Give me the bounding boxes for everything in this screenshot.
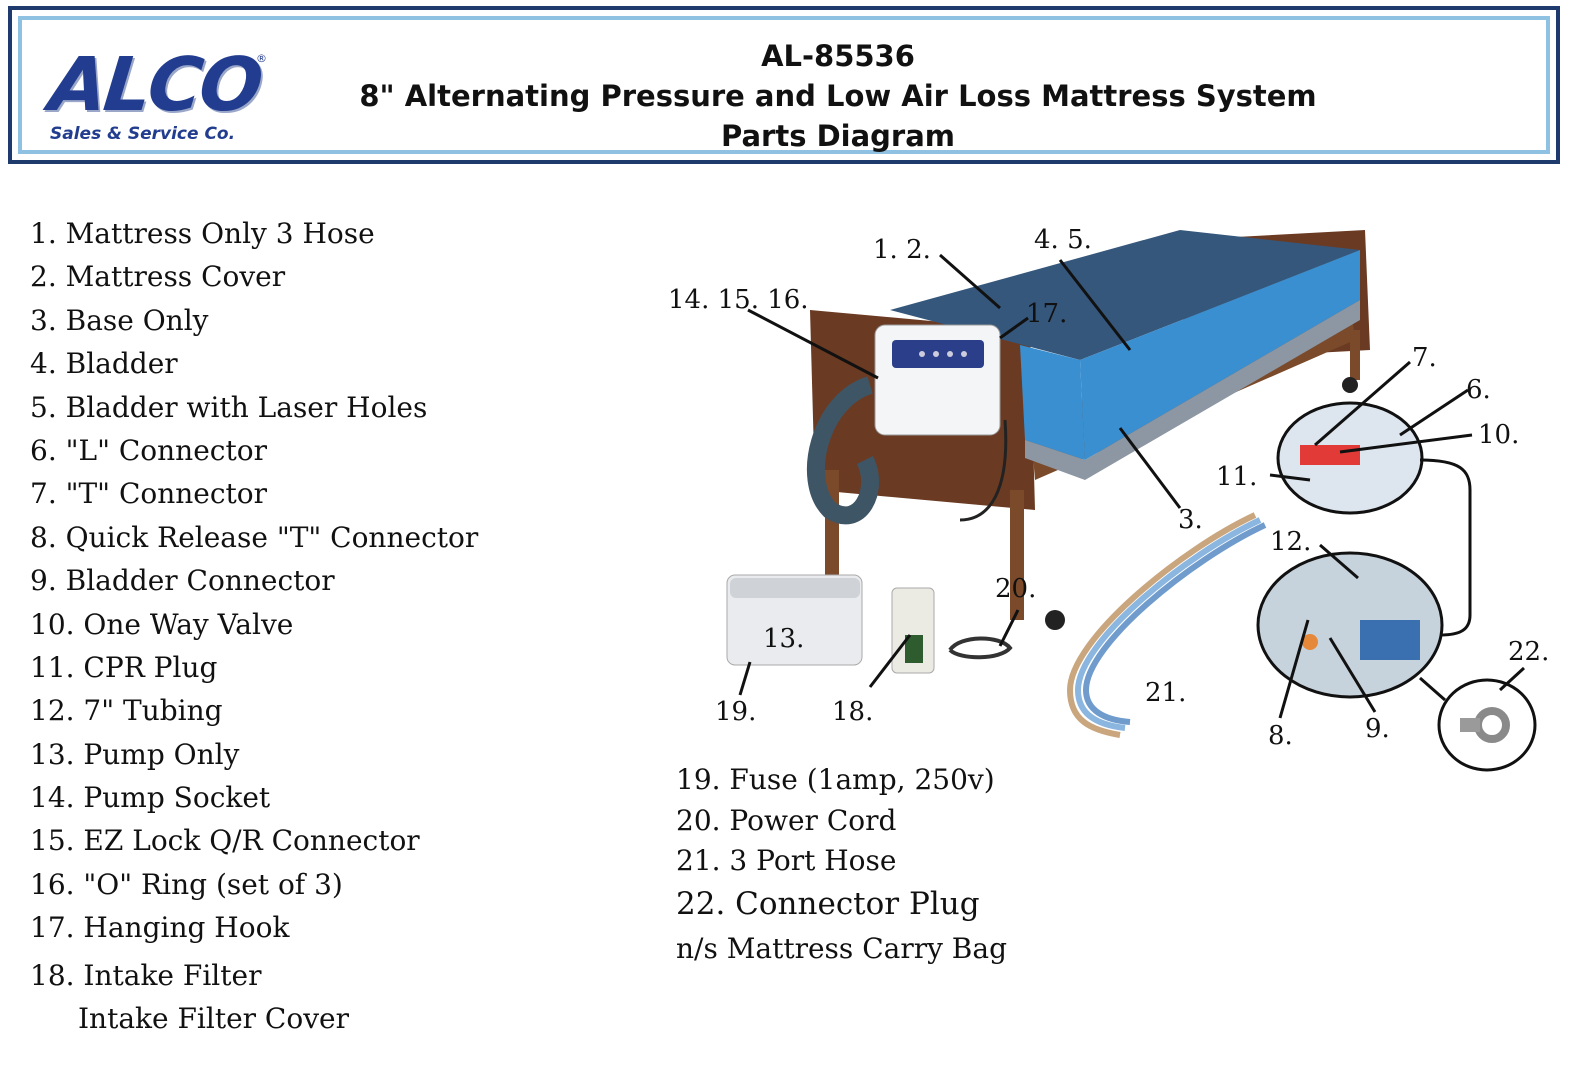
part-item: 2. Mattress Cover (30, 260, 286, 294)
part-item: 6. "L" Connector (30, 433, 267, 467)
part-item: 15. EZ Lock Q/R Connector (30, 824, 420, 858)
pump-standalone (726, 574, 863, 666)
callout-19: 19. (715, 697, 756, 727)
part-item: 18. Intake Filter (30, 958, 262, 992)
callout-18: 18. (832, 697, 873, 727)
three-port-hose (1066, 512, 1267, 738)
callout-7: 7. (1412, 343, 1437, 373)
callout-12: 12. (1270, 527, 1311, 557)
alco-logo: ALCO ® Sales & Service Co. (44, 42, 274, 148)
page-title: 8" Alternating Pressure and Low Air Loss… (359, 79, 1317, 113)
part-item: 17. Hanging Hook (30, 911, 290, 945)
detail-circle-bladder (1256, 551, 1444, 699)
callout-6: 6. (1466, 375, 1491, 405)
part-item: Intake Filter Cover (78, 1002, 349, 1036)
part-item: 20. Power Cord (676, 804, 897, 837)
page-subtitle: Parts Diagram (721, 119, 955, 153)
connector-line (1419, 458, 1472, 637)
callout-20: 20. (995, 574, 1036, 604)
part-item: 9. Bladder Connector (30, 564, 335, 598)
header-inner-frame (18, 16, 1550, 154)
part-item: 14. Pump Socket (30, 781, 271, 815)
mattress (890, 230, 1360, 480)
callout-9: 9. (1365, 714, 1390, 744)
pump-unit (874, 324, 1001, 436)
part-item: 8. Quick Release "T" Connector (30, 520, 479, 554)
connector-line (1419, 676, 1446, 702)
detail-circle-plug (1437, 678, 1537, 772)
part-item: 19. Fuse (1amp, 250v) (676, 763, 995, 796)
callout-21: 21. (1145, 678, 1186, 708)
part-item: 16. "O" Ring (set of 3) (30, 867, 343, 901)
part-item: 21. 3 Port Hose (676, 844, 897, 877)
part-item: 12. 7" Tubing (30, 694, 223, 728)
part-item: 4. Bladder (30, 347, 178, 381)
part-item: 13. Pump Only (30, 737, 240, 771)
callout-10: 10. (1478, 420, 1519, 450)
part-item: 5. Bladder with Laser Holes (30, 390, 428, 424)
intake-filter (891, 587, 935, 674)
power-cord (948, 636, 1013, 660)
callout-14-15-16: 14. 15. 16. (668, 285, 809, 315)
part-item: 1. Mattress Only 3 Hose (30, 217, 375, 250)
callout-13: 13. (763, 624, 804, 654)
callout-4-5: 4. 5. (1034, 225, 1092, 255)
parts-list-right: 19. Fuse (1amp, 250v) 20. Power Cord 21.… (676, 758, 1007, 971)
callout-22: 22. (1508, 637, 1549, 667)
leader-lines (738, 253, 1526, 719)
callout-8: 8. (1268, 721, 1293, 751)
part-item: 22. Connector Plug (676, 886, 980, 922)
part-item: 10. One Way Valve (30, 607, 294, 641)
part-item: 3. Base Only (30, 303, 209, 337)
header-frame: ALCO ® Sales & Service Co. AL-85536 8" A… (8, 6, 1560, 164)
part-item: n/s Mattress Carry Bag (676, 932, 1007, 965)
pump-cord (959, 419, 1008, 522)
model-number: AL-85536 (761, 39, 915, 73)
callout-1-2: 1. 2. (873, 235, 931, 265)
callout-17: 17. (1026, 299, 1067, 329)
logo-tagline: Sales & Service Co. (50, 124, 236, 144)
part-item: 7. "T" Connector (30, 477, 268, 511)
logo-wordmark: ALCO (45, 42, 265, 128)
callout-3: 3. (1178, 505, 1203, 535)
logo-registered-mark: ® (256, 52, 267, 65)
air-hose (807, 376, 879, 525)
callout-11: 11. (1216, 462, 1257, 492)
parts-list-left: 1. Mattress Only 3 Hose 2. Mattress Cove… (30, 212, 478, 1040)
parts-diagram: 1. 2. 4. 5. 14. 15. 16. 17. 7. 6. 10. 11… (668, 225, 1549, 772)
part-item: 11. CPR Plug (30, 650, 218, 684)
title-block: AL-85536 8" Alternating Pressure and Low… (312, 36, 1364, 156)
